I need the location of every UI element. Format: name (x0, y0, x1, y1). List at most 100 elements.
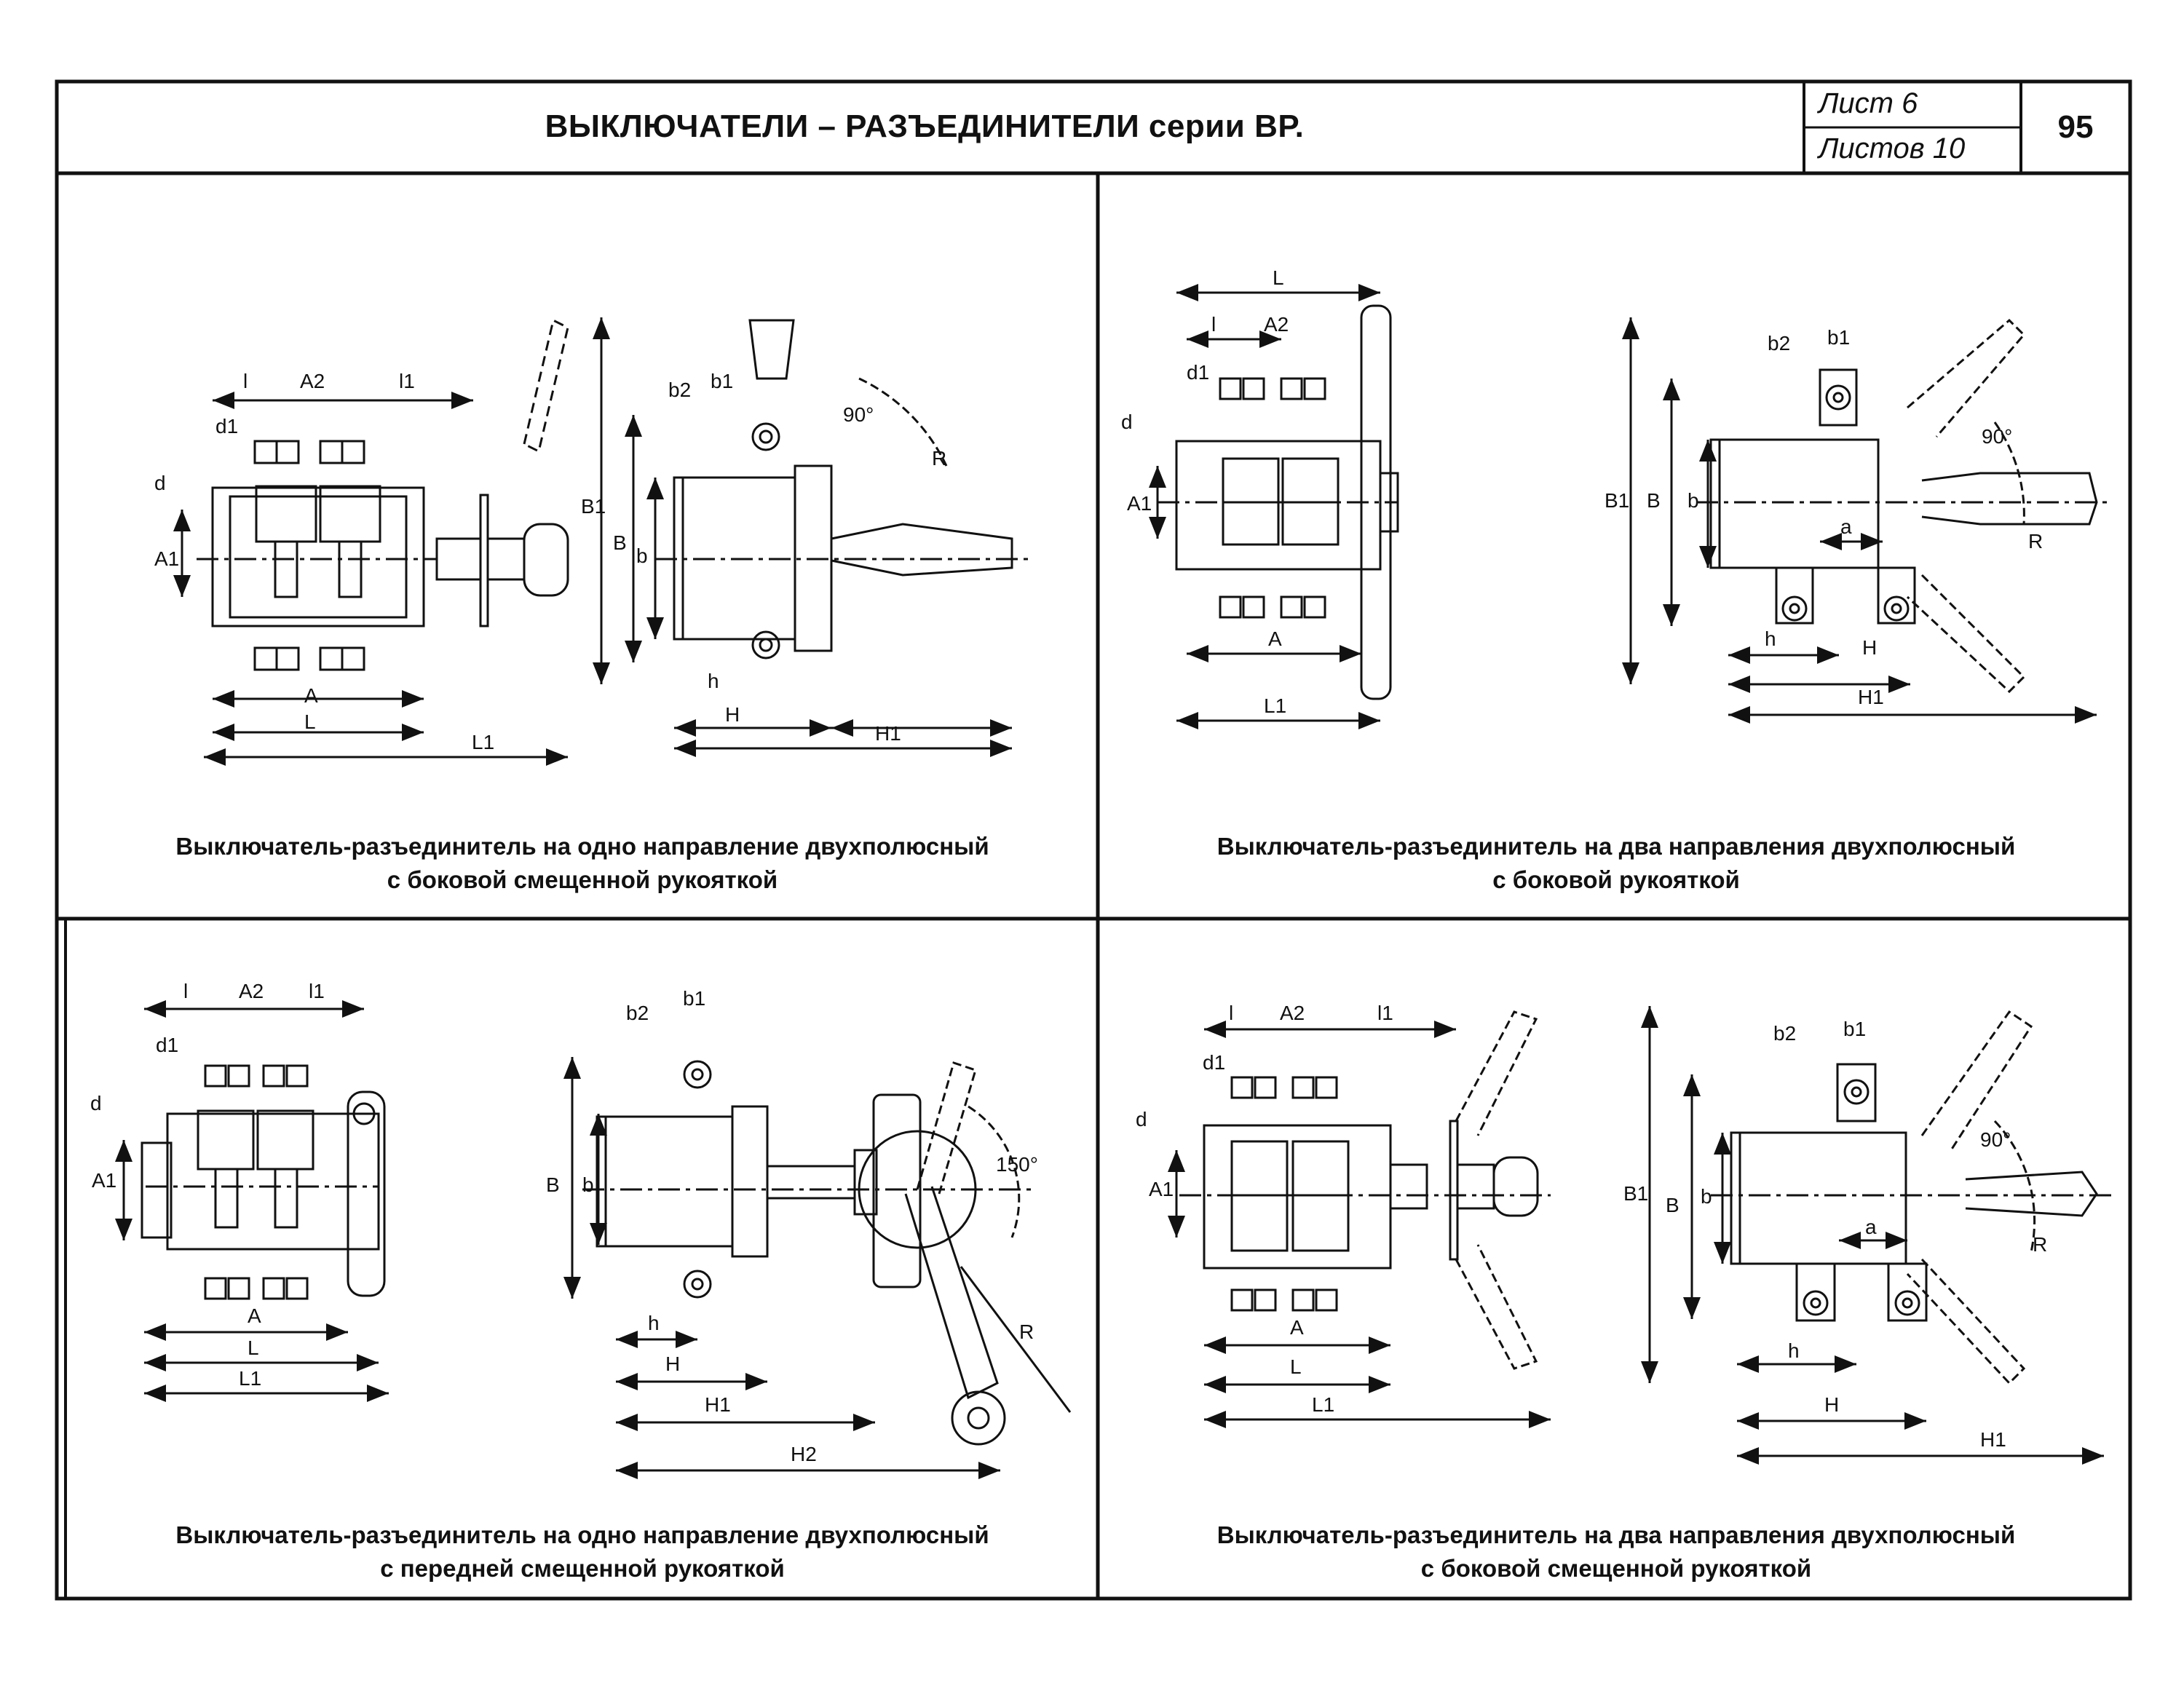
dim-a1: A1 (1127, 492, 1152, 515)
panel-3-front-view (115, 1000, 389, 1402)
panel-1-terminals-top (253, 440, 365, 464)
panel-4-caption-line-2: с боковой смещенной рукояткой (1420, 1555, 1812, 1582)
panel-4-front-view (1168, 1010, 1551, 1428)
dim-b: b (1688, 489, 1699, 512)
dim-H: H (725, 703, 740, 726)
panel-1-side-view (593, 317, 1034, 757)
dim-a2: A2 (239, 980, 264, 1002)
dim-B: B (1647, 489, 1661, 512)
panel-3-terminals (204, 1064, 309, 1300)
dim-H: H (665, 1353, 681, 1375)
dim-angle: 150° (996, 1153, 1038, 1176)
dim-b2: b2 (1773, 1022, 1797, 1045)
dim-l1: l1 (309, 980, 325, 1002)
dim-angle: 90° (1982, 425, 2013, 448)
panel-3-caption-line-2: с передней смещенной рукояткой (380, 1555, 785, 1582)
dim-b2: b2 (668, 379, 692, 401)
panel-1-caption: Выключатель-разъединитель на одно направ… (73, 830, 1092, 897)
dim-R: R (2028, 530, 2043, 553)
dim-L1: L1 (1312, 1393, 1335, 1416)
dim-d1: d1 (156, 1034, 179, 1056)
panel-2-caption: Выключатель-разъединитель на два направл… (1107, 830, 2126, 897)
dim-l: l (1211, 313, 1216, 336)
dim-a: A (1290, 1316, 1304, 1339)
dim-a: A (1268, 627, 1282, 650)
dim-l: l (183, 980, 189, 1002)
page-number: 95 (2057, 109, 2094, 145)
dim-a: A (248, 1304, 261, 1327)
dim-L: L (1290, 1355, 1302, 1378)
dim-B: B (613, 531, 627, 554)
panel-1-terminals-bottom (253, 646, 365, 671)
panel-3-side-view (563, 1057, 1072, 1479)
panel-2-side-view (1622, 317, 2111, 724)
dim-h: h (1788, 1339, 1800, 1362)
dim-H1: H1 (1858, 686, 1884, 708)
dim-L1: L1 (239, 1367, 262, 1390)
dim-L: L (248, 1336, 259, 1359)
dim-b1: b1 (711, 370, 734, 392)
dim-a1: A1 (92, 1169, 117, 1192)
dim-a2: A2 (1264, 313, 1289, 336)
dim-R: R (2033, 1233, 2048, 1256)
panel-2-caption-line-2: с боковой рукояткой (1492, 866, 1740, 893)
dim-b: b (636, 544, 648, 567)
panel-1-caption-line-2: с боковой смещенной рукояткой (387, 866, 778, 893)
panel-3-caption-line-1: Выключатель-разъединитель на одно направ… (175, 1521, 989, 1548)
dim-H2: H2 (791, 1443, 817, 1465)
dim-l: l (243, 370, 248, 392)
panel-1-caption-line-1: Выключатель-разъединитель на одно направ… (175, 833, 989, 860)
dim-L: L (1273, 266, 1284, 289)
dim-B1: B1 (1623, 1182, 1649, 1205)
sheet-number: Лист 6 (1819, 87, 1918, 119)
panel-4-terminals (1230, 1076, 1338, 1312)
dim-B: B (546, 1173, 560, 1196)
dim-H: H (1824, 1393, 1840, 1416)
dim-b1: b1 (1827, 326, 1851, 349)
dim-d1: d1 (1203, 1051, 1226, 1074)
panel-2-front-view (1149, 284, 1399, 729)
dim-a-side: a (1840, 515, 1852, 538)
dim-l1: l1 (399, 370, 415, 392)
dim-b2: b2 (1768, 332, 1791, 355)
dim-angle: 90° (1980, 1128, 2011, 1151)
dim-B1: B1 (581, 495, 606, 518)
dim-h: h (648, 1312, 660, 1334)
dim-angle: 90° (843, 403, 874, 426)
panel-4-caption-line-1: Выключатель-разъединитель на два направл… (1216, 1521, 2016, 1548)
dim-a1: A1 (154, 547, 180, 570)
panel-3-caption: Выключатель-разъединитель на одно направ… (73, 1518, 1092, 1585)
dim-a2: A2 (1280, 1002, 1305, 1024)
panel-2-caption-line-1: Выключатель-разъединитель на два направл… (1216, 833, 2016, 860)
dim-d: d (154, 472, 166, 494)
dim-d1: d1 (1187, 361, 1210, 384)
document-title: ВЫКЛЮЧАТЕЛИ – РАЗЪЕДИНИТЕЛИ серии ВР. (545, 108, 1305, 144)
panel-1-front-view (173, 318, 569, 766)
dim-d: d (90, 1092, 102, 1114)
dim-a1: A1 (1149, 1178, 1174, 1200)
dim-a2: A2 (300, 370, 325, 392)
dim-d1: d1 (215, 415, 239, 437)
dim-b1: b1 (1843, 1018, 1867, 1040)
dim-d: d (1121, 411, 1133, 433)
dim-L1: L1 (472, 731, 495, 753)
panel-2-terminals (1219, 377, 1326, 619)
dim-h: h (708, 670, 719, 692)
dim-b: b (1701, 1185, 1712, 1208)
dim-b1: b1 (683, 987, 706, 1010)
dim-L: L (304, 710, 316, 733)
panel-4-side-view (1641, 1006, 2111, 1465)
dim-b: b (582, 1173, 594, 1196)
dim-a-side: a (1865, 1216, 1877, 1238)
dim-b2: b2 (626, 1002, 649, 1024)
dim-H1: H1 (875, 722, 901, 745)
panel-4-caption: Выключатель-разъединитель на два направл… (1107, 1518, 2126, 1585)
dim-H1: H1 (1980, 1428, 2006, 1451)
dim-R: R (932, 447, 947, 470)
dim-h: h (1765, 627, 1776, 650)
